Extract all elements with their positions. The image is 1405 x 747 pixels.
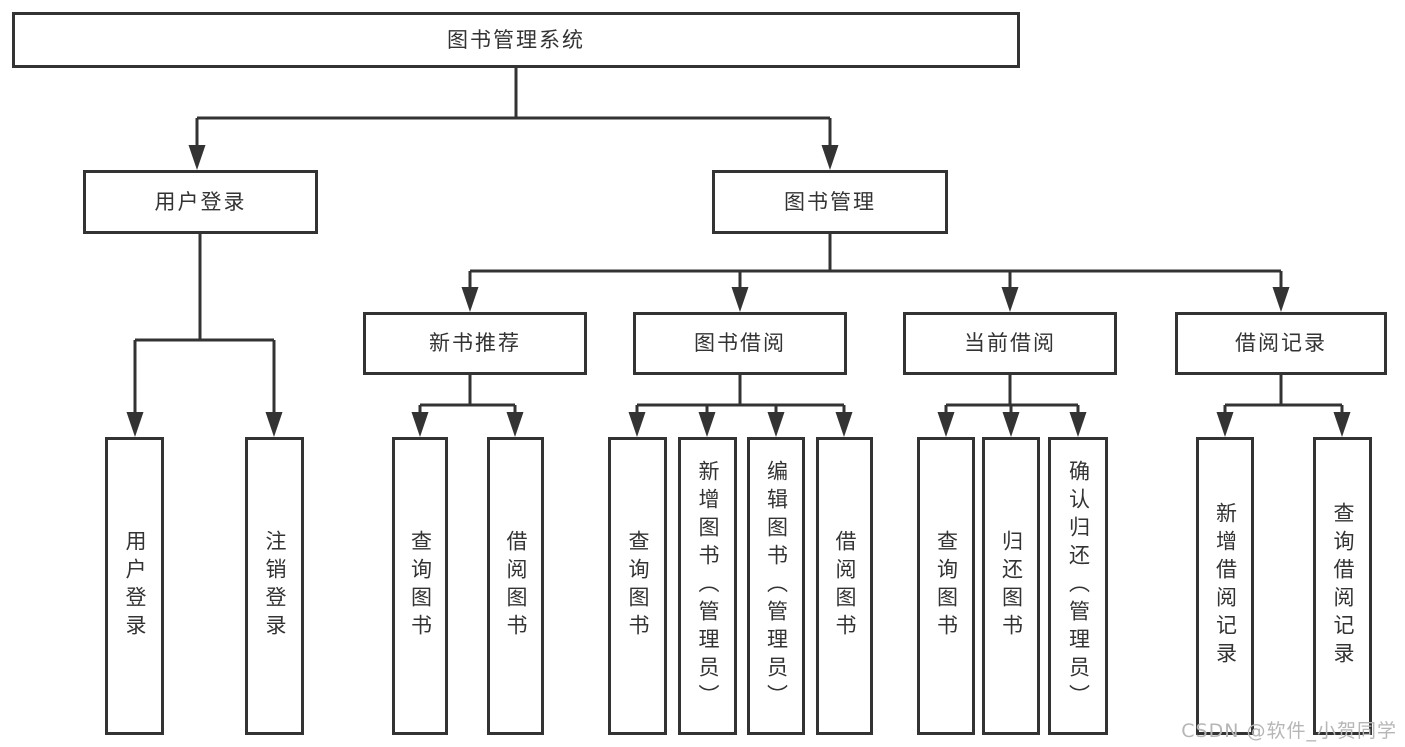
leaf-query-borrow-record-label: 查询借阅记录 [1331,502,1355,670]
arrowhead-down-icon [628,412,646,437]
leaf-add-book-admin-label: 新增图书（管理员） [696,460,720,712]
arrowhead-down-icon [698,412,716,437]
leaf-user-login: 用户登录 [105,437,164,735]
connector-line [1223,375,1344,417]
arrowhead-down-icon [937,412,955,437]
node-borrow-record: 借阅记录 [1175,312,1387,375]
leaf-return-book-label: 归还图书 [999,530,1024,642]
leaf-edit-book-admin: 编辑图书（管理员） [747,437,805,735]
connector-line [195,68,832,150]
arrowhead-down-icon [821,145,839,170]
connector-line [944,375,1080,417]
arrowhead-down-icon [767,412,785,437]
node-user-login: 用户登录 [83,170,318,234]
leaf-add-borrow-record: 新增借阅记录 [1196,437,1254,735]
leaf-recommend-query-book: 查询图书 [392,437,448,735]
leaf-current-query-book: 查询图书 [917,437,975,735]
leaf-return-book: 归还图书 [982,437,1040,735]
leaf-borrow-book-label: 借阅图书 [833,530,857,642]
leaf-confirm-return-admin: 确认归还（管理员） [1048,437,1108,735]
connector-line [468,234,1283,292]
node-root-label: 图书管理系统 [447,27,585,52]
leaf-query-borrow-record: 查询借阅记录 [1313,437,1372,735]
node-book-management-label: 图书管理 [784,189,876,214]
node-borrow-record-label: 借阅记录 [1235,331,1327,355]
arrowhead-down-icon [265,412,283,437]
node-root: 图书管理系统 [12,12,1020,68]
leaf-edit-book-admin-label: 编辑图书（管理员） [764,460,789,712]
csdn-watermark: CSDN @软件_小贺同学 [1181,720,1397,742]
connector-line [133,234,276,417]
node-new-book-recommend: 新书推荐 [363,312,587,375]
node-book-borrow: 图书借阅 [633,312,847,375]
connector-line [635,375,846,417]
leaf-logout: 注销登录 [245,437,304,735]
arrowhead-down-icon [1002,412,1020,437]
arrowhead-down-icon [1216,412,1234,437]
arrowhead-down-icon [188,145,206,170]
node-new-book-recommend-label: 新书推荐 [429,331,521,355]
leaf-add-borrow-record-label: 新增借阅记录 [1213,502,1238,670]
arrowhead-down-icon [461,287,479,312]
leaf-current-query-book-label: 查询图书 [934,530,959,642]
node-book-borrow-label: 图书借阅 [694,331,786,355]
arrowhead-down-icon [835,412,853,437]
arrowhead-down-icon [1333,412,1351,437]
leaf-add-book-admin: 新增图书（管理员） [678,437,737,735]
connector-arrowheads [126,145,1351,437]
node-current-borrow-label: 当前借阅 [964,331,1056,355]
leaf-logout-label: 注销登录 [263,530,287,642]
node-current-borrow: 当前借阅 [903,312,1117,375]
arrowhead-down-icon [1069,412,1087,437]
connector-lines [133,68,1344,417]
leaf-borrow-query-book: 查询图书 [608,437,667,735]
arrowhead-down-icon [1272,287,1290,312]
arrowhead-down-icon [506,412,524,437]
arrowhead-down-icon [731,287,749,312]
arrowhead-down-icon [411,412,429,437]
leaf-borrow-book: 借阅图书 [816,437,873,735]
node-book-management: 图书管理 [712,170,948,234]
leaf-borrow-query-book-label: 查询图书 [626,530,650,642]
arrowhead-down-icon [126,412,144,437]
leaf-confirm-return-admin-label: 确认归还（管理员） [1066,460,1091,712]
leaf-recommend-borrow-book-label: 借阅图书 [504,530,528,642]
arrowhead-down-icon [1001,287,1019,312]
leaf-recommend-borrow-book: 借阅图书 [487,437,544,735]
node-user-login-label: 用户登录 [154,189,247,214]
leaf-user-login-label: 用户登录 [123,530,147,642]
leaf-recommend-query-book-label: 查询图书 [408,530,433,642]
connector-line [418,375,517,417]
